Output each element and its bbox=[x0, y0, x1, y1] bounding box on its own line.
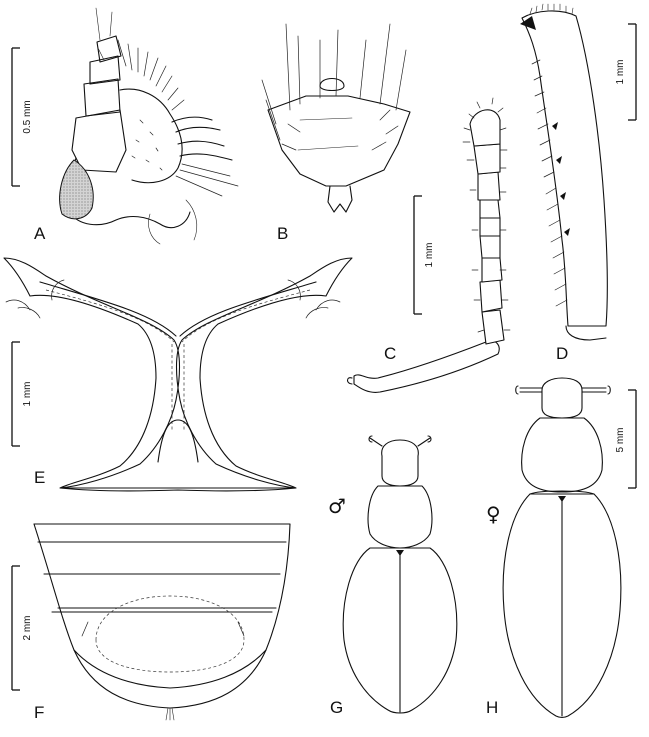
scale-label-f: 2 mm bbox=[22, 616, 33, 641]
scale-bar-h: 5 mm bbox=[615, 389, 637, 489]
panel-d-tibia-drawing: 1 mm D bbox=[520, 3, 637, 363]
scale-label-a: 0.5 mm bbox=[22, 100, 33, 133]
panel-f-abdomen-drawing: 2 mm F bbox=[11, 523, 291, 722]
scale-bar-a: 0.5 mm bbox=[11, 47, 33, 187]
panel-e-endosternite-drawing: 1 mm E bbox=[3, 257, 353, 492]
panel-label-a: A bbox=[34, 224, 46, 243]
scale-label-e: 1 mm bbox=[22, 382, 33, 407]
panel-label-d: D bbox=[556, 344, 568, 363]
panel-c-antenna-drawing: 1 mm C bbox=[346, 97, 511, 393]
panel-a-maxilla-drawing: 0.5 mm A bbox=[11, 7, 239, 245]
panel-label-f: F bbox=[34, 703, 44, 722]
panel-label-b: B bbox=[277, 224, 288, 243]
female-symbol: ♀ bbox=[486, 502, 501, 526]
scale-label-h: 5 mm bbox=[615, 428, 626, 453]
panel-h-female-habitus-drawing: 5 mm ♀ H bbox=[486, 377, 637, 719]
panel-label-c: C bbox=[384, 344, 396, 363]
scale-bar-f: 2 mm bbox=[11, 565, 33, 691]
male-symbol: ♂ bbox=[328, 494, 346, 518]
scale-bar-d: 1 mm bbox=[615, 23, 637, 121]
scale-bar-e: 1 mm bbox=[11, 341, 33, 447]
scale-bar-c: 1 mm bbox=[413, 195, 435, 315]
panel-g-male-habitus-drawing: ♂ G bbox=[328, 435, 458, 717]
scale-label-c: 1 mm bbox=[424, 243, 435, 268]
panel-label-g: G bbox=[330, 698, 343, 717]
panel-b-labium-drawing: B bbox=[261, 23, 411, 243]
panel-label-h: H bbox=[486, 698, 498, 717]
scale-label-d: 1 mm bbox=[615, 60, 626, 85]
panel-label-e: E bbox=[34, 468, 45, 487]
